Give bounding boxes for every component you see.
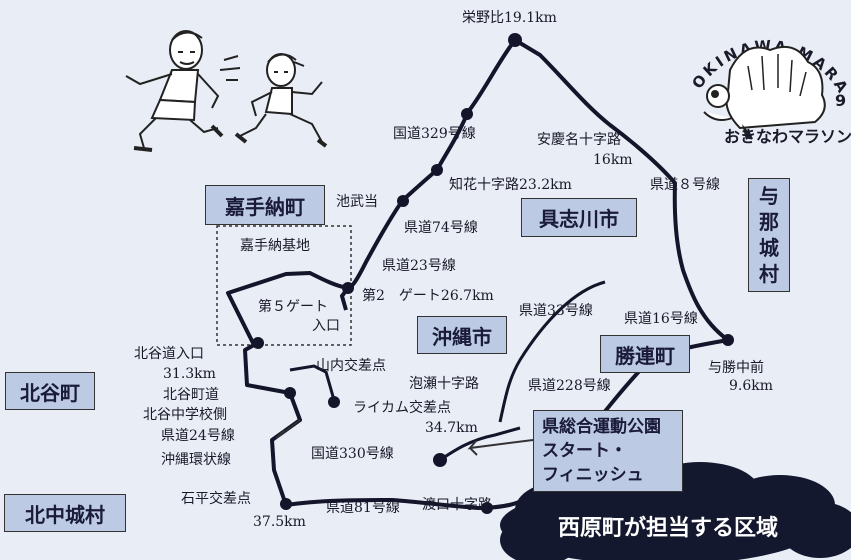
label-pref-33: 県道33号線 [519,303,593,319]
label-gate-5-entry: 入口 [312,318,340,334]
arrow-to-start [467,439,534,456]
route-marker-dot [461,108,473,120]
label-raikamu: ライカム交差点 [353,400,451,416]
label-ishihira: 石平交差点 [181,491,251,507]
area-chatan: 北谷町 [5,372,95,410]
area-yonashiro: 与 那 城 村 [748,178,790,292]
label-ishihira-km: 37.5km [253,514,306,530]
label-pref-81: 県道81号線 [326,500,400,516]
label-chibana: 知花十字路23.2km [449,177,572,193]
label-gate-2: 第2 ゲート26.7km [362,288,494,304]
route-marker-dot [342,282,354,294]
park-finish: フィニッシュ [542,465,644,485]
area-yonashiro-char: 城 [759,236,779,260]
nishihara-area-label: 西原町が担当する区域 [558,516,779,541]
park-start: スタート・ [542,441,627,461]
label-pref-23: 県道23号線 [382,258,456,274]
label-ring-road: 沖縄環状線 [161,452,231,468]
svg-text:OKINAWA MARATHON: OKINAWA MARATHON [0,0,851,97]
route-pref33 [498,280,606,423]
route-marker-dot [433,453,447,467]
label-pref-24: 県道24号線 [161,428,235,444]
label-pref-8: 県道８号線 [650,177,720,193]
label-eino: 栄野比19.1km [462,10,557,26]
area-yonashiro-char: 与 [759,184,779,208]
area-yonashiro-char: 那 [759,210,779,234]
route-marker-dot [284,387,296,399]
area-kadena: 嘉手納町 [205,185,325,225]
runner-woman-illustration [234,53,328,148]
area-gushikawa: 具志川市 [521,198,637,237]
label-chatan-entry: 北谷道入口 [134,346,204,362]
route-marker-dot [328,396,340,408]
label-iketake: 池武当 [336,194,378,210]
route-branch-chatan [289,364,336,401]
area-yonashiro-char: 村 [759,262,779,286]
area-kitanakagusuku: 北中城村 [4,494,126,532]
route-marker-dot [722,334,734,346]
label-agena: 安慶名十字路 [537,132,621,148]
route-marker-dot [508,33,522,47]
label-pref-228: 県道228号線 [528,378,611,394]
label-yokatsu: 与勝中前 [708,360,764,376]
label-pref-74: 県道74号線 [404,220,478,236]
mascot-caption: おきなわマラソン [724,127,851,146]
runner-man-illustration [125,30,241,152]
arrow-chatan [275,419,301,439]
logo-number: 9 [835,91,846,110]
mascot-logo-illustration: OKINAWA MARATHON おきなわマラソン 9 [0,0,851,146]
route-marker-dot [481,502,493,514]
label-chatan-entry-km: 31.3km [163,366,216,382]
label-yokatsu-km: 9.6km [729,378,774,394]
label-toguchi: 渡口十字路 [422,497,492,513]
area-katsuren: 勝連町 [600,335,690,373]
label-yamauchi: 山内交差点 [316,358,386,374]
route-marker-dot [431,164,443,176]
park-name: 県総合運動公園 [542,417,661,437]
label-route-330: 国道330号線 [311,446,394,462]
label-chatan-school: 北谷中学校側 [143,407,227,423]
label-chatan-road: 北谷町道 [163,387,219,403]
route-marker-dot [252,337,264,349]
label-raikamu-km: 34.7km [425,420,478,436]
label-awase: 泡瀬十字路 [409,376,479,392]
label-gate-5: 第５ゲート [258,299,328,315]
area-okinawa: 沖縄市 [417,316,507,354]
route-marker-dot [397,195,409,207]
park-start-finish-box: 県総合運動公園 スタート・ フィニッシュ [533,410,683,492]
route-marker-dot [280,498,292,510]
label-route-329: 国道329号線 [393,126,476,142]
logo-arc-text: OKINAWA MARATHON [0,0,849,97]
label-kadena-base: 嘉手納基地 [240,238,310,254]
label-pref-16: 県道16号線 [624,311,698,327]
label-agena-km: 16km [593,152,633,168]
